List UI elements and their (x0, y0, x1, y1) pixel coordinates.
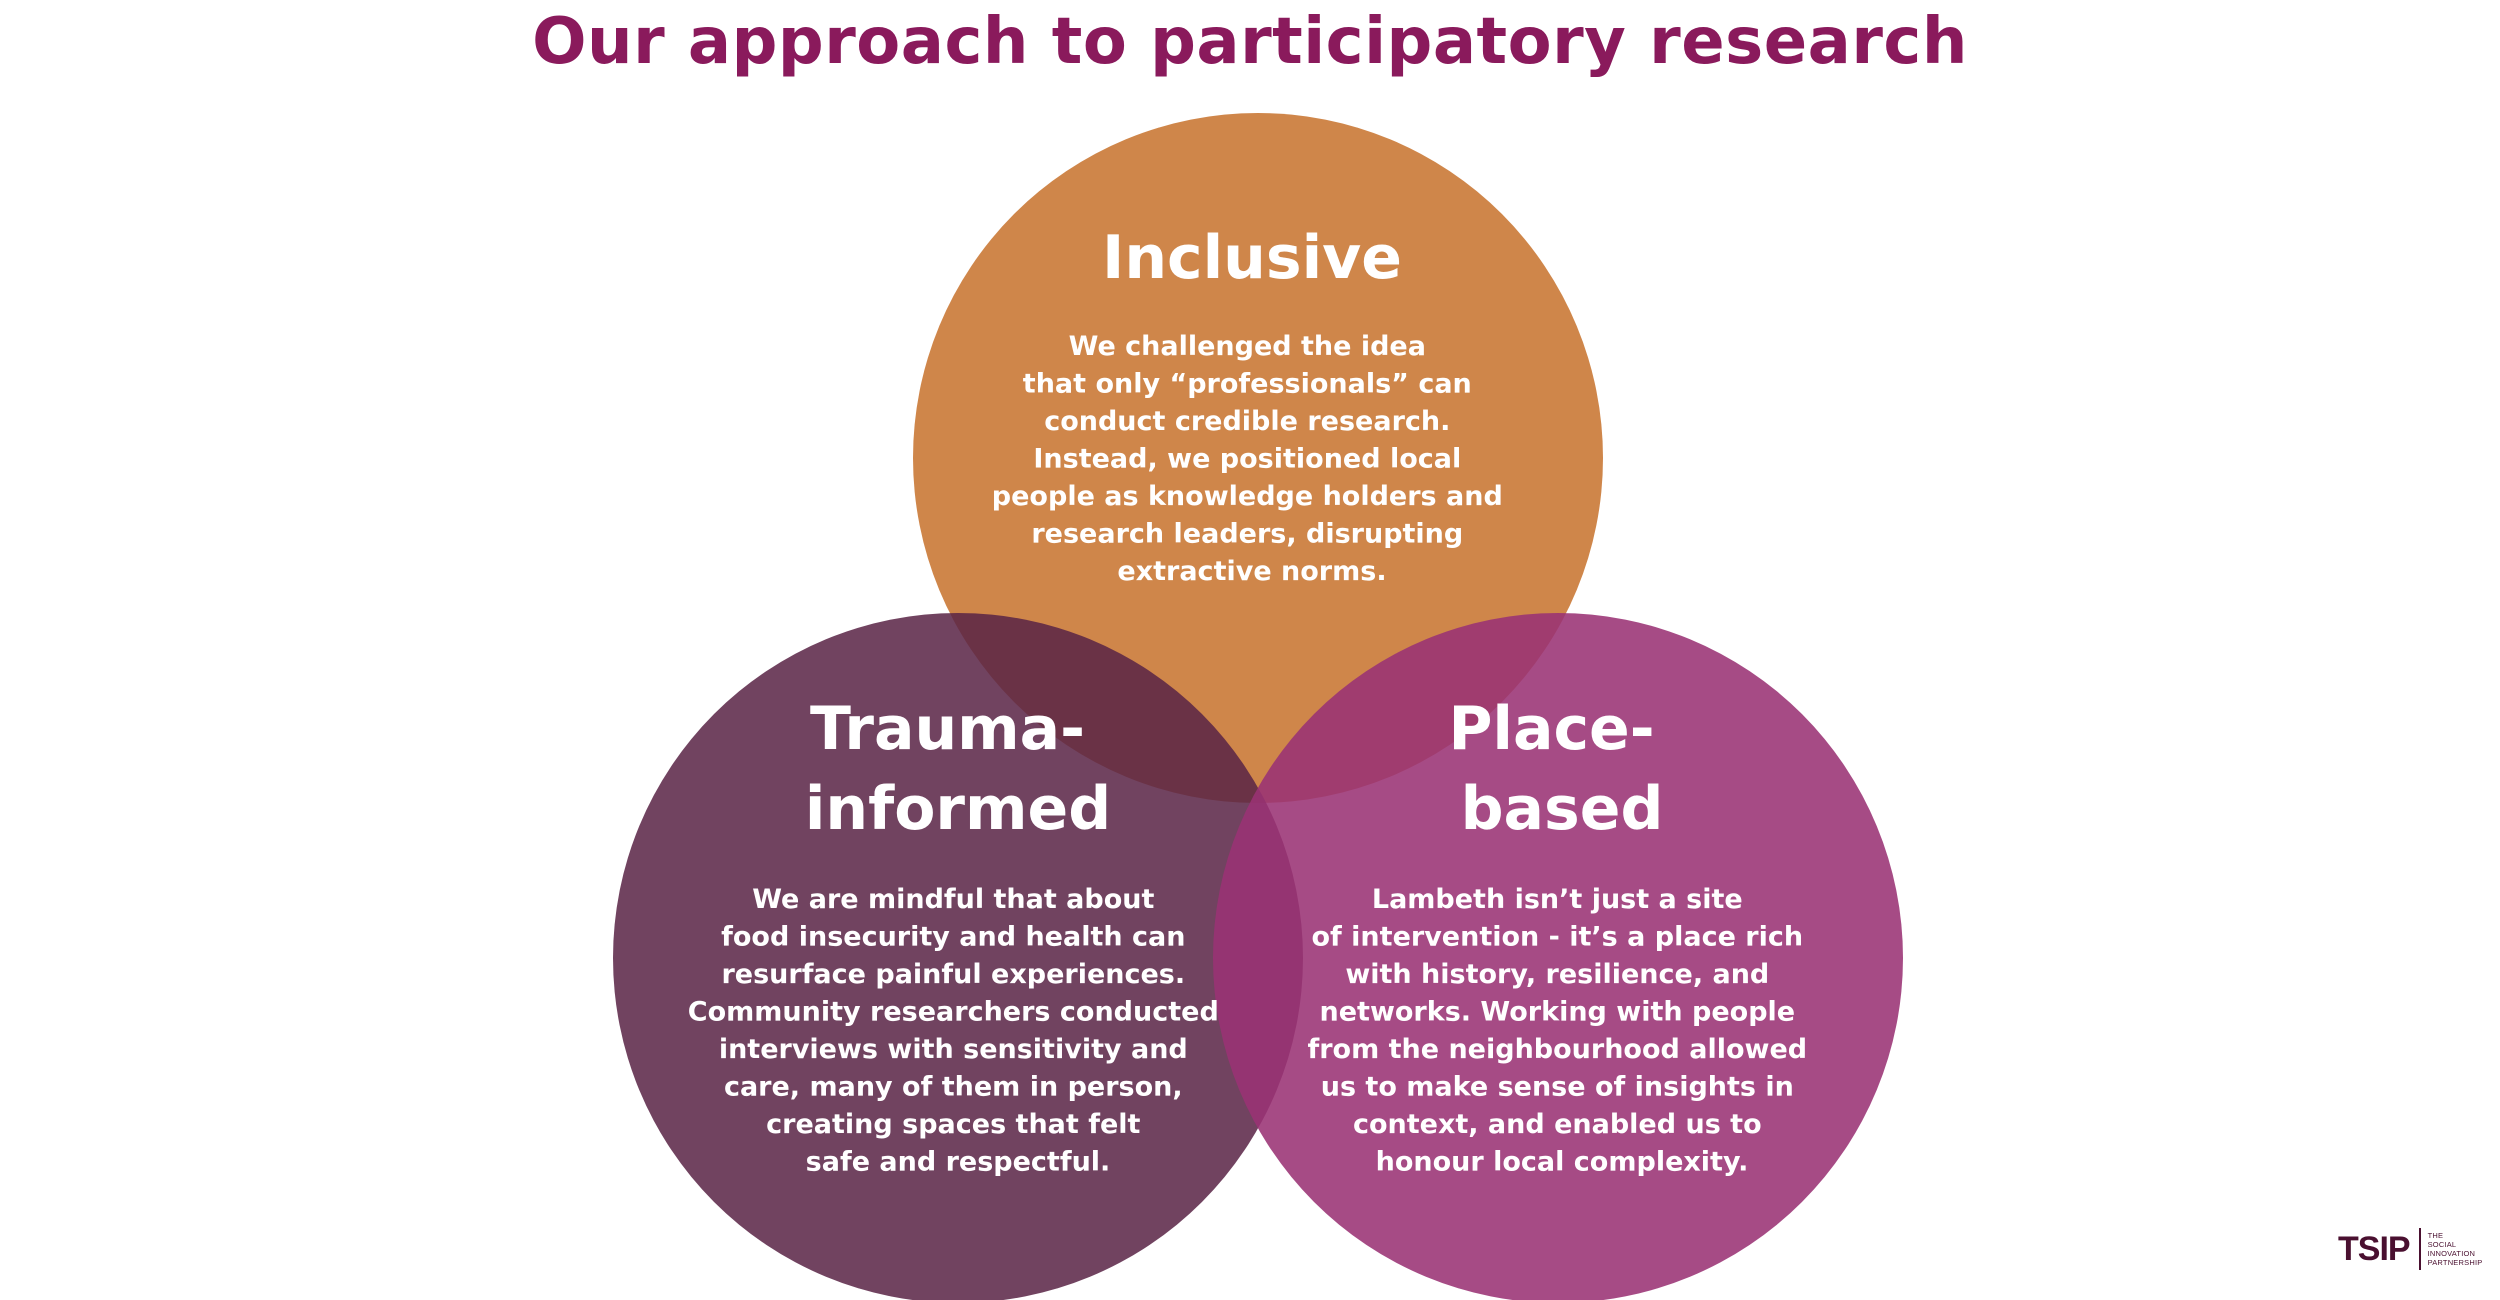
inclusive-description-line: that only “professionals” can (1023, 369, 1472, 400)
place-based-description-line: from the neighbourhood allowed (1307, 1034, 1807, 1065)
tsip-logo: TSIP THE SOCIAL INNOVATION PARTNERSHIP (2338, 1226, 2482, 1272)
trauma-informed-description-line: We are mindful that about (752, 884, 1154, 915)
trauma-informed-title-line: informed (805, 774, 1111, 844)
place-based-description-line: with history, resilience, and (1345, 959, 1769, 990)
inclusive-description-line: people as knowledge holders and (992, 481, 1503, 512)
logo-tagline-line: THE (2427, 1231, 2444, 1240)
trauma-informed-description-line: resurface painful experiences. (721, 959, 1185, 990)
place-based-title-line: Place- (1448, 694, 1654, 764)
place-based-text: Place- based Lambeth isn’t just a site o… (1307, 694, 1816, 1178)
inclusive-title: Inclusive (1102, 223, 1402, 293)
place-based-description-line: context, and enabled us to (1353, 1109, 1762, 1140)
inclusive-description: We challenged the idea that only “profes… (992, 331, 1512, 587)
trauma-informed-title: Trauma- informed (805, 694, 1111, 844)
inclusive-text: Inclusive We challenged the idea that on… (992, 223, 1512, 587)
trauma-informed-description-line: creating spaces that felt (766, 1109, 1140, 1140)
place-based-description-line: networks. Working with people (1320, 997, 1796, 1028)
logo-tagline: THE SOCIAL INNOVATION PARTNERSHIP (2428, 1231, 2483, 1267)
trauma-informed-description-line: food insecurity and health can (721, 922, 1185, 953)
trauma-informed-description-line: interviews with sensitivity and (719, 1034, 1188, 1065)
place-based-description-line: honour local complexity. (1376, 1147, 1749, 1178)
logo-tagline-line: INNOVATION (2427, 1249, 2476, 1258)
inclusive-description-line: research leaders, disrupting (1031, 519, 1463, 550)
trauma-informed-title-line: Trauma- (810, 694, 1085, 764)
logo-divider (2418, 1228, 2421, 1270)
logo-tagline-line: SOCIAL (2427, 1240, 2457, 1249)
trauma-informed-description: We are mindful that about food insecurit… (688, 884, 1228, 1178)
place-based-title: Place- based (1448, 694, 1675, 844)
trauma-informed-text: Trauma- informed We are mindful that abo… (688, 694, 1228, 1178)
place-based-description-line: us to make sense of insights in (1321, 1072, 1794, 1103)
place-based-circle (1213, 613, 1903, 1300)
page-title: Our approach to participatory research (532, 5, 1968, 79)
place-based-description: Lambeth isn’t just a site of interventio… (1307, 884, 1816, 1178)
trauma-informed-description-line: Community researchers conducted (688, 997, 1219, 1028)
inclusive-description-line: Instead, we positioned local (1033, 444, 1461, 475)
trauma-informed-description-line: care, many of them in person, (724, 1072, 1183, 1103)
place-based-description-line: of intervention - it’s a place rich (1311, 922, 1803, 953)
inclusive-description-line: extractive norms. (1117, 556, 1386, 587)
logo-mark: TSIP (2338, 1230, 2411, 1268)
trauma-informed-description-line: safe and respectful. (806, 1147, 1111, 1178)
inclusive-title-line: Inclusive (1102, 223, 1402, 293)
place-based-title-line: based (1461, 774, 1664, 844)
place-based-description-line: Lambeth isn’t just a site (1372, 884, 1743, 915)
inclusive-circle (913, 113, 1603, 803)
inclusive-description-line: We challenged the idea (1069, 331, 1426, 362)
inclusive-description-line: conduct credible research. (1044, 406, 1450, 437)
logo-tagline-line: PARTNERSHIP (2427, 1258, 2483, 1267)
trauma-informed-circle (613, 613, 1303, 1300)
